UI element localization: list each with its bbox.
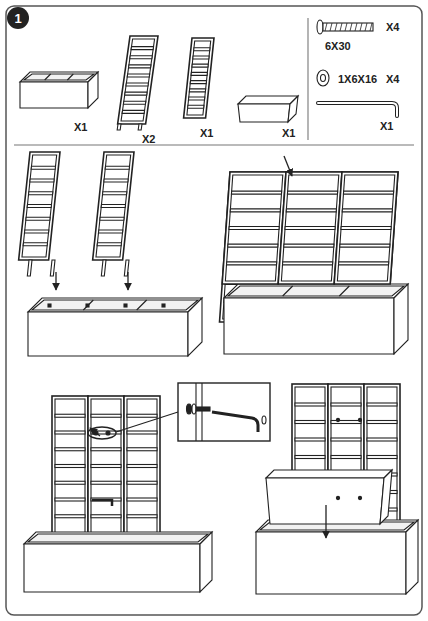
step-number-text: 1 (14, 11, 21, 26)
line-art (6, 6, 422, 615)
quantity: X1 (380, 121, 393, 132)
screw-size: 6X30 (325, 41, 351, 52)
quantity: X2 (142, 134, 155, 145)
quantity: X4 (386, 74, 399, 85)
quantity: X4 (386, 22, 399, 33)
quantity: X1 (282, 128, 295, 139)
quantity: X1 (200, 128, 213, 139)
quantity: X1 (74, 122, 87, 133)
step-number: 1 (7, 7, 29, 29)
washer-size: 1X6X16 (338, 74, 377, 85)
